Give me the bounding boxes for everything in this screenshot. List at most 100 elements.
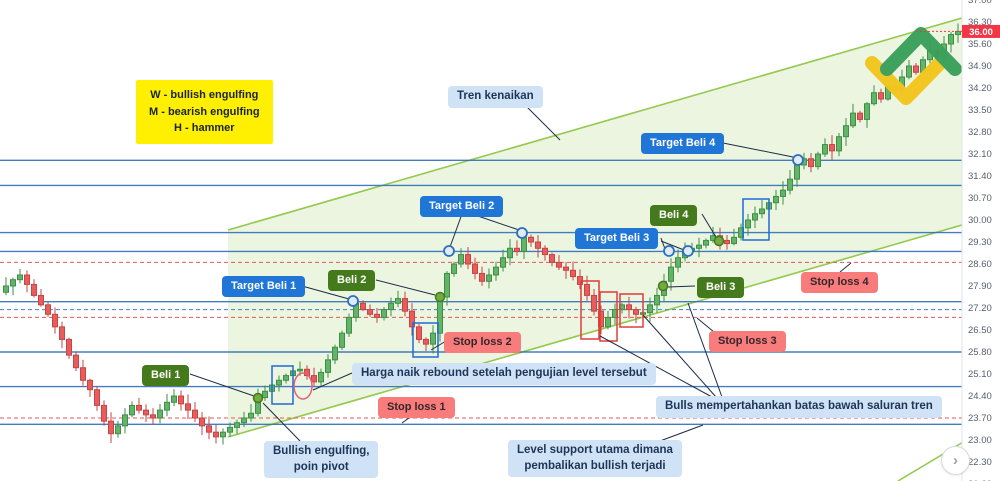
candle [66,337,72,359]
candle [38,288,44,307]
candle [556,255,562,271]
candle [843,118,849,147]
price-tick-label: 32.80 [968,127,992,138]
candle [185,394,191,420]
price-tick-label: 25.80 [968,347,992,358]
candle [150,408,156,425]
candle [773,189,779,211]
candle [17,269,23,284]
candle [864,102,870,128]
candle [199,411,205,436]
candle [122,408,128,434]
support-resistance-lines [0,159,962,425]
price-tick-label: 23.70 [968,413,992,424]
candle [318,368,324,387]
price-tick-label: 35.60 [968,39,992,50]
candle [878,88,884,103]
target-circle [682,245,694,257]
price-tick-label: 32.10 [968,149,992,160]
candle [535,234,541,258]
candle [87,378,93,397]
candle [444,271,450,306]
candle [325,354,331,378]
target-circle [347,295,359,307]
buy-entry-dot [434,291,446,303]
candle [458,248,464,268]
price-tick-label: 34.20 [968,83,992,94]
candle [759,200,765,219]
candle [696,237,702,258]
price-tick-label: 37.00 [968,0,992,6]
price-tick-label: 23.00 [968,435,992,446]
candle [626,296,632,319]
candle [605,310,611,330]
candle [731,228,737,246]
price-tick-label: 27.90 [968,281,992,292]
candle [220,428,226,445]
price-tick-label: 33.50 [968,105,992,116]
candle [101,400,107,426]
price-tick-label: 28.60 [968,259,992,270]
candle [143,404,149,423]
candle [157,404,163,424]
candle [213,424,219,444]
candle [584,275,590,301]
price-axis[interactable]: 37.0036.3035.6034.9034.2033.5032.8032.10… [916,0,1000,481]
candle [570,261,576,281]
candle [171,389,177,407]
candle [45,301,51,317]
candle [563,262,569,279]
candle [787,169,793,195]
price-tick-label: 31.40 [968,171,992,182]
candle [780,181,786,205]
candle [591,288,597,316]
candle [829,135,835,160]
candle [465,247,471,270]
candle [815,151,821,170]
price-tick-label: 36.30 [968,17,992,28]
candle [206,416,212,440]
candle [836,133,842,157]
candle [178,390,184,411]
candle [493,261,499,281]
candle [129,401,135,418]
target-circle [443,245,455,257]
candle [948,31,954,53]
candle [80,359,86,386]
price-tick-label: 21.60 [968,479,992,481]
candle [346,313,352,337]
candle [675,249,681,273]
candle [507,239,513,266]
current-price-badge: 36.00 [962,24,1000,38]
candle [52,307,58,334]
candle [276,375,282,392]
buy-entry-dot [657,280,669,292]
price-tick-label: 30.70 [968,193,992,204]
candle [248,404,254,422]
candle [703,238,709,249]
candle [633,306,639,324]
buy-entry-dot [713,235,725,247]
price-tick-label: 22.30 [968,457,992,468]
price-tick-label: 25.10 [968,369,992,380]
candle [472,257,478,280]
trade-markers [252,154,804,404]
candle [24,270,30,293]
candle [745,213,751,236]
candle [108,412,114,443]
candle [360,300,366,312]
price-tick-label: 24.40 [968,391,992,402]
candle [752,206,758,229]
candle [871,85,877,106]
candle [668,258,674,291]
target-circle [516,227,528,239]
target-circle [663,245,675,257]
candle [514,240,520,256]
candle [374,308,380,323]
candle [402,291,408,317]
scroll-right-button[interactable]: › [941,446,970,475]
candle [724,234,730,250]
candle [808,152,814,173]
